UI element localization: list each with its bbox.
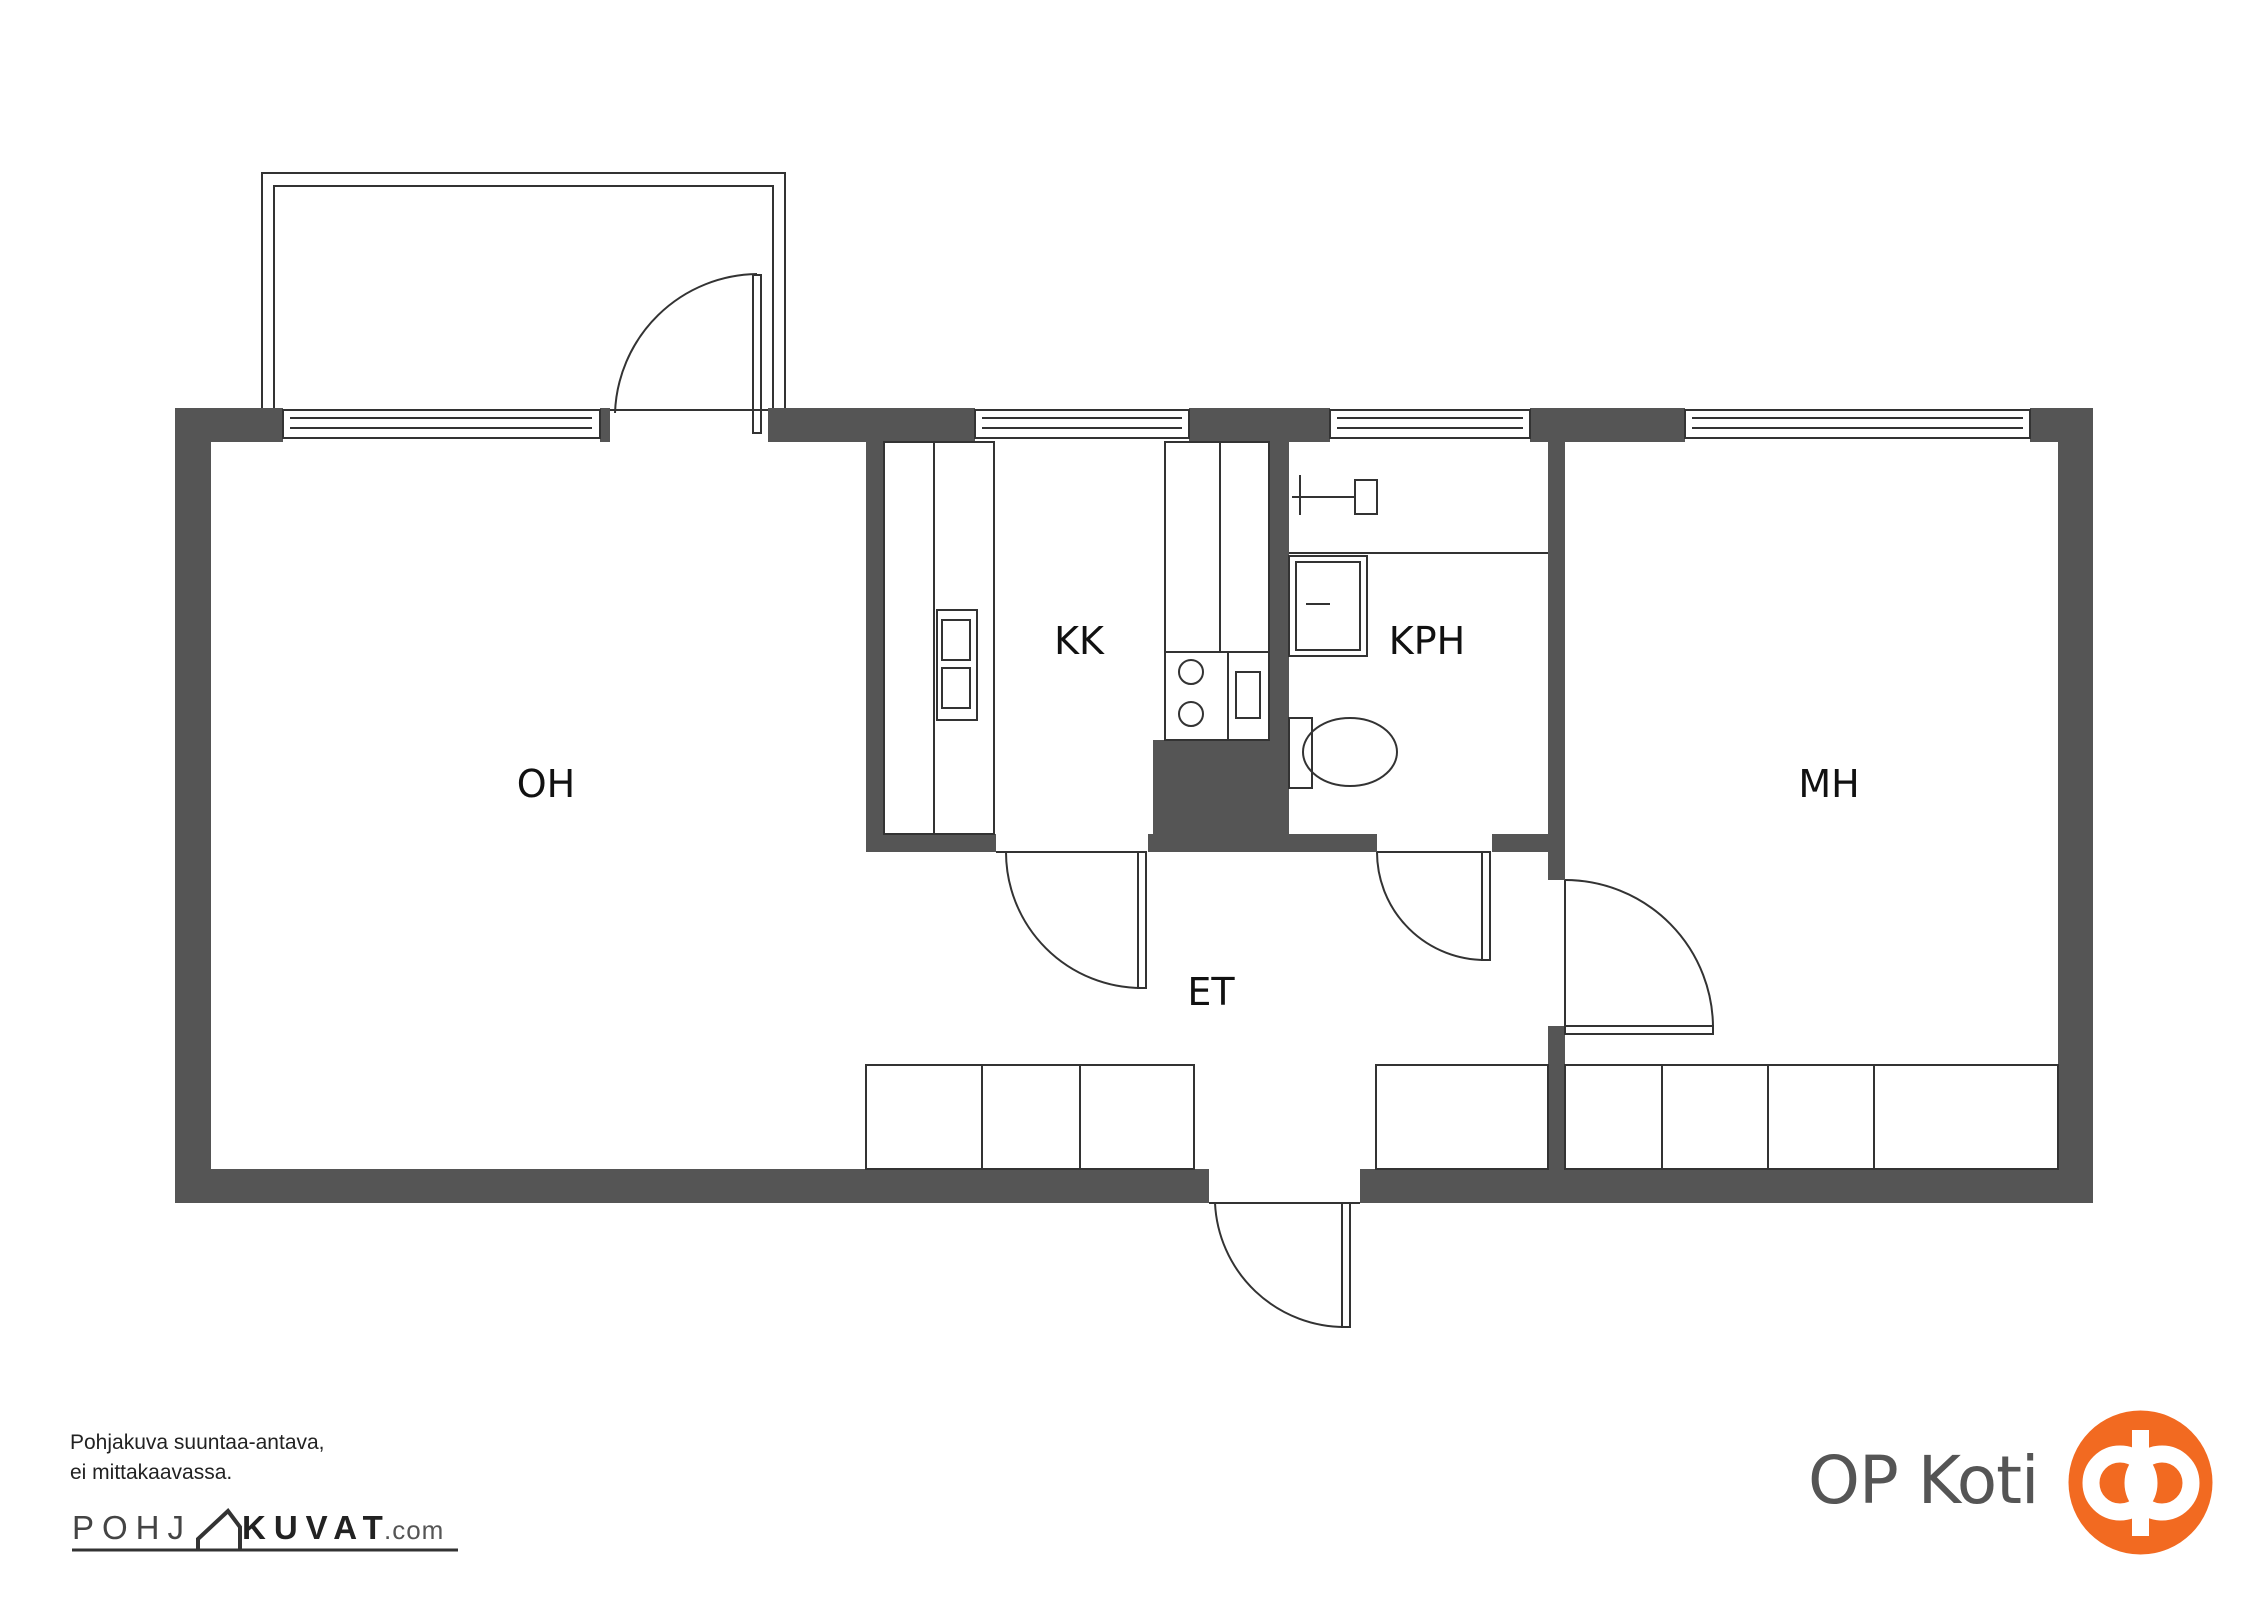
walls	[175, 408, 2093, 1203]
op-logo-icon	[2068, 1410, 2213, 1555]
disclaimer-line-1: Pohjakuva suuntaa-antava,	[70, 1431, 325, 1454]
disclaimer-note: Pohjakuva suuntaa-antava, ei mittakaavas…	[70, 1428, 325, 1488]
bathroom-fixtures	[1288, 475, 1548, 789]
brand-part-1: POHJ	[72, 1509, 192, 1546]
disclaimer-line-2: ei mittakaavassa.	[70, 1461, 233, 1484]
windows	[282, 409, 2031, 439]
brand-suffix: .com	[384, 1515, 444, 1545]
room-label-kph: KPH	[1389, 619, 1465, 663]
brand-peak-icon	[196, 1508, 242, 1551]
op-koti-text: OP Koti	[1808, 1442, 2039, 1519]
room-label-et: ET	[1187, 970, 1235, 1014]
kitchen-fixtures	[883, 441, 1270, 835]
brand-part-2: KUVAT	[242, 1509, 391, 1546]
balcony	[261, 172, 786, 411]
wardrobes	[865, 1064, 2059, 1170]
room-label-oh: OH	[517, 762, 575, 806]
room-label-mh: MH	[1798, 762, 1859, 806]
doors	[614, 273, 1715, 1329]
room-label-kk: KK	[1054, 619, 1105, 663]
pohjakuvat-logo: POHJ KUVAT .com	[72, 1508, 458, 1552]
